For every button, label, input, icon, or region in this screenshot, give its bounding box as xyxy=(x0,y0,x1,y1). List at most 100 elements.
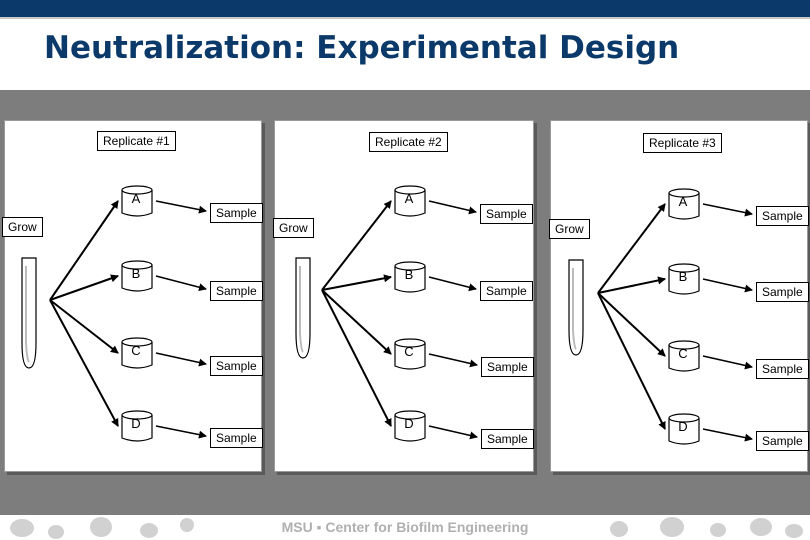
replicate-2-grow-arrow-4 xyxy=(321,289,392,427)
replicate-3-can-a-label: A xyxy=(678,194,688,209)
replicate-1-sample-c: Sample xyxy=(210,356,263,376)
replicate-2-grow-arrow-2 xyxy=(321,274,392,291)
replicate-3-sample-arrow-1 xyxy=(702,203,753,217)
replicate-2-can-1-lid xyxy=(394,185,426,195)
replicate-3-sample-arrow-2 xyxy=(702,278,753,293)
replicate-1-can-4-lid xyxy=(121,410,153,420)
replicate-1-can-d-label: D xyxy=(131,416,141,431)
replicate-3-can-4-lid xyxy=(668,413,700,423)
replicate-2-sample-arrow-2 xyxy=(428,276,477,292)
replicate-3-sample-c: Sample xyxy=(756,359,809,379)
replicate-2-can-3-lid xyxy=(394,338,426,348)
replicate-3-grow-arrow-4 xyxy=(597,292,666,430)
replicate-3-can-3-lid xyxy=(668,340,700,350)
replicate-3-can-d-label: D xyxy=(678,419,688,434)
replicate-2-can-3 xyxy=(394,343,426,370)
footer-decoration xyxy=(660,517,684,537)
replicate-1-can-b-label: B xyxy=(131,266,141,281)
replicate-2-can-d-label: D xyxy=(404,416,414,431)
footer-decoration xyxy=(48,525,64,539)
replicate-3-sample-b: Sample xyxy=(756,282,809,302)
footer-decoration xyxy=(180,518,194,532)
footer-text: MSU ▪ Center for Biofilm Engineering xyxy=(281,519,529,535)
replicate-2-sample-arrow-1 xyxy=(428,200,477,215)
header-divider xyxy=(0,17,810,19)
replicate-3-can-3 xyxy=(668,345,700,372)
replicate-1-can-3-lid xyxy=(121,337,153,347)
replicate-1-culture-tube xyxy=(21,257,37,369)
replicate-1-sample-arrow-2 xyxy=(155,275,207,292)
replicate-1-can-4 xyxy=(121,415,153,442)
replicate-2-culture-tube xyxy=(295,257,311,359)
replicate-2-can-2 xyxy=(394,266,426,293)
replicate-1-sample-d: Sample xyxy=(210,428,263,448)
replicate-3-label: Replicate #3 xyxy=(643,133,722,153)
replicate-3-can-2-lid xyxy=(668,263,700,273)
footer-decoration xyxy=(750,518,772,536)
replicate-2-can-4 xyxy=(394,415,426,442)
footer-decoration xyxy=(140,523,158,538)
replicate-2-sample-c: Sample xyxy=(481,357,534,377)
replicate-1-label: Replicate #1 xyxy=(97,131,176,151)
replicate-1-sample-arrow-4 xyxy=(155,425,207,439)
replicate-1-can-2 xyxy=(121,265,153,292)
replicate-3-can-4 xyxy=(668,418,700,445)
replicate-3-sample-a: Sample xyxy=(756,206,809,226)
replicate-2-sample-arrow-3 xyxy=(428,353,478,368)
replicate-1-grow-arrow-4 xyxy=(49,299,119,427)
footer-decoration xyxy=(610,521,628,537)
replicate-2-tube-highlight xyxy=(299,266,304,353)
replicate-2-label: Replicate #2 xyxy=(369,132,448,152)
footer-decoration xyxy=(785,524,803,538)
replicate-1-grow-label: Grow xyxy=(2,217,43,237)
replicate-3-sample-arrow-4 xyxy=(702,428,753,442)
replicate-2-can-c-label: C xyxy=(404,344,414,359)
replicate-2-sample-b: Sample xyxy=(480,281,533,301)
footer-decoration xyxy=(710,523,726,537)
page-title: Neutralization: Experimental Design xyxy=(44,30,680,66)
replicate-1-grow-arrow-1 xyxy=(49,200,119,301)
replicate-3-grow-arrow-3 xyxy=(597,292,666,357)
replicate-3-can-1 xyxy=(668,193,700,220)
replicate-1-can-2-lid xyxy=(121,260,153,270)
replicate-1-sample-arrow-1 xyxy=(155,200,207,214)
replicate-3-culture-tube xyxy=(568,259,584,356)
replicate-3-tube-highlight xyxy=(572,268,577,350)
replicate-2-sample-a: Sample xyxy=(480,204,533,224)
replicate-2-grow-arrow-3 xyxy=(321,289,392,355)
replicate-3-grow-arrow-1 xyxy=(597,203,666,294)
replicate-3-can-b-label: B xyxy=(678,269,688,284)
replicate-3-can-2 xyxy=(668,268,700,295)
footer: MSU ▪ Center for Biofilm Engineering xyxy=(0,515,810,540)
replicate-1-tube-highlight xyxy=(25,266,30,363)
replicate-3-sample-arrow-3 xyxy=(702,355,753,370)
replicate-3-can-1-lid xyxy=(668,188,700,198)
replicate-2-sample-d: Sample xyxy=(481,429,534,449)
replicate-1-can-3 xyxy=(121,342,153,369)
replicate-2-can-4-lid xyxy=(394,410,426,420)
header-bar xyxy=(0,0,810,17)
replicate-1-sample-a: Sample xyxy=(210,203,263,223)
replicate-1-can-c-label: C xyxy=(131,343,141,358)
replicate-1-grow-arrow-3 xyxy=(49,299,119,354)
replicate-1-can-1-lid xyxy=(121,185,153,195)
replicate-1-sample-b: Sample xyxy=(210,281,263,301)
replicate-1-sample-arrow-3 xyxy=(155,352,207,367)
replicate-2-can-b-label: B xyxy=(404,267,414,282)
replicate-1-can-a-label: A xyxy=(131,191,141,206)
replicate-3-sample-d: Sample xyxy=(756,431,809,451)
replicate-2-grow-label: Grow xyxy=(273,218,314,238)
replicate-2-can-a-label: A xyxy=(404,191,414,206)
replicate-3-grow-label: Grow xyxy=(549,219,590,239)
footer-decoration xyxy=(90,517,112,537)
replicate-2-grow-arrow-1 xyxy=(321,200,392,291)
footer-decoration xyxy=(10,519,34,537)
replicate-1-grow-arrow-2 xyxy=(49,274,119,301)
replicate-2-can-2-lid xyxy=(394,261,426,271)
replicate-3-grow-arrow-2 xyxy=(597,276,666,294)
replicate-3-can-c-label: C xyxy=(678,346,688,361)
replicate-2-sample-arrow-4 xyxy=(428,425,478,440)
replicate-2-can-1 xyxy=(394,190,426,217)
replicate-1-can-1 xyxy=(121,190,153,217)
